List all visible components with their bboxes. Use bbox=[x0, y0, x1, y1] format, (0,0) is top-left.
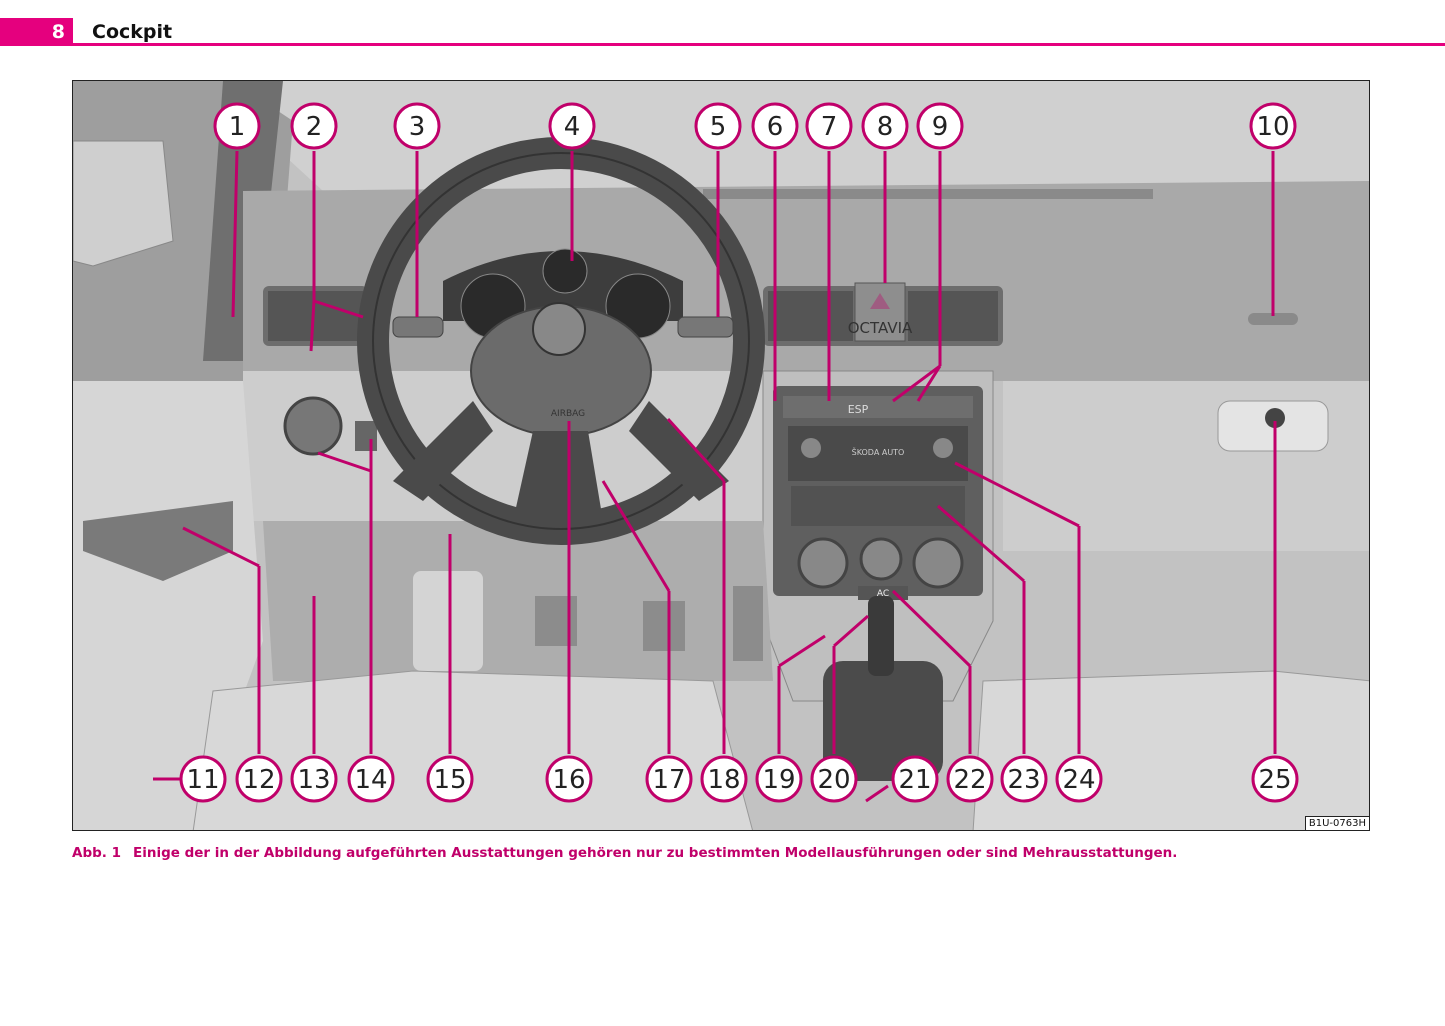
figure-code: B1U-0763H bbox=[1304, 816, 1369, 830]
callout-8: 8 bbox=[861, 102, 909, 150]
svg-text:24: 24 bbox=[1062, 765, 1095, 795]
ac-button-label: AC bbox=[877, 589, 889, 599]
page-title: Cockpit bbox=[92, 21, 173, 43]
svg-text:3: 3 bbox=[409, 112, 426, 142]
callout-21: 21 bbox=[891, 755, 939, 803]
svg-text:20: 20 bbox=[817, 765, 850, 795]
svg-text:5: 5 bbox=[710, 112, 727, 142]
caption-text: Einige der in der Abbildung aufgeführten… bbox=[133, 845, 1178, 861]
callout-24: 24 bbox=[1055, 755, 1103, 803]
callout-11: 11 bbox=[179, 755, 227, 803]
caption-label: Abb. 1 bbox=[72, 845, 121, 861]
callout-18: 18 bbox=[700, 755, 748, 803]
callout-15: 15 bbox=[426, 755, 474, 803]
callout-3: 3 bbox=[393, 102, 441, 150]
callout-16: 16 bbox=[545, 755, 593, 803]
esp-button-label: ESP bbox=[848, 403, 869, 416]
svg-text:1: 1 bbox=[229, 112, 246, 142]
radio-brand: ŠKODA AUTO bbox=[852, 446, 905, 457]
callout-20: 20 bbox=[810, 755, 858, 803]
header-rule bbox=[0, 43, 1445, 46]
callout-6: 6 bbox=[751, 102, 799, 150]
cockpit-illustration: OCTAVIA ESP ŠKODA AUTO AC bbox=[73, 81, 1369, 830]
callout-25: 25 bbox=[1251, 755, 1299, 803]
callout-7: 7 bbox=[805, 102, 853, 150]
svg-text:15: 15 bbox=[433, 765, 466, 795]
airbag-label: AIRBAG bbox=[551, 409, 585, 419]
svg-text:25: 25 bbox=[1258, 765, 1291, 795]
svg-text:2: 2 bbox=[306, 112, 323, 142]
figure-caption: Abb. 1 Einige der in der Abbildung aufgef… bbox=[72, 845, 1177, 861]
callout-19: 19 bbox=[755, 755, 803, 803]
callout-10: 10 bbox=[1249, 102, 1297, 150]
page-number: 8 bbox=[0, 18, 73, 46]
svg-text:21: 21 bbox=[898, 765, 931, 795]
callout-22: 22 bbox=[946, 755, 994, 803]
svg-text:13: 13 bbox=[297, 765, 330, 795]
callout-9: 9 bbox=[916, 102, 964, 150]
svg-text:23: 23 bbox=[1007, 765, 1040, 795]
svg-text:6: 6 bbox=[767, 112, 784, 142]
callout-17: 17 bbox=[645, 755, 693, 803]
svg-text:10: 10 bbox=[1256, 112, 1289, 142]
callout-2: 2 bbox=[290, 102, 338, 150]
leader-lines bbox=[153, 150, 1277, 803]
svg-text:18: 18 bbox=[707, 765, 740, 795]
callout-23: 23 bbox=[1000, 755, 1048, 803]
svg-text:11: 11 bbox=[186, 765, 219, 795]
svg-text:17: 17 bbox=[652, 765, 685, 795]
octavia-badge: OCTAVIA bbox=[848, 319, 913, 337]
svg-text:16: 16 bbox=[552, 765, 585, 795]
callout-14: 14 bbox=[347, 755, 395, 803]
cockpit-figure: OCTAVIA ESP ŠKODA AUTO AC bbox=[72, 80, 1370, 831]
svg-text:4: 4 bbox=[564, 112, 581, 142]
callout-13: 13 bbox=[290, 755, 338, 803]
svg-text:19: 19 bbox=[762, 765, 795, 795]
callout-4: 4 bbox=[548, 102, 596, 150]
callout-12: 12 bbox=[235, 755, 283, 803]
callout-5: 5 bbox=[694, 102, 742, 150]
svg-text:22: 22 bbox=[953, 765, 986, 795]
svg-text:7: 7 bbox=[821, 112, 838, 142]
svg-text:8: 8 bbox=[877, 112, 894, 142]
svg-text:14: 14 bbox=[354, 765, 387, 795]
svg-text:12: 12 bbox=[242, 765, 275, 795]
svg-text:9: 9 bbox=[932, 112, 949, 142]
callout-1: 1 bbox=[213, 102, 261, 150]
